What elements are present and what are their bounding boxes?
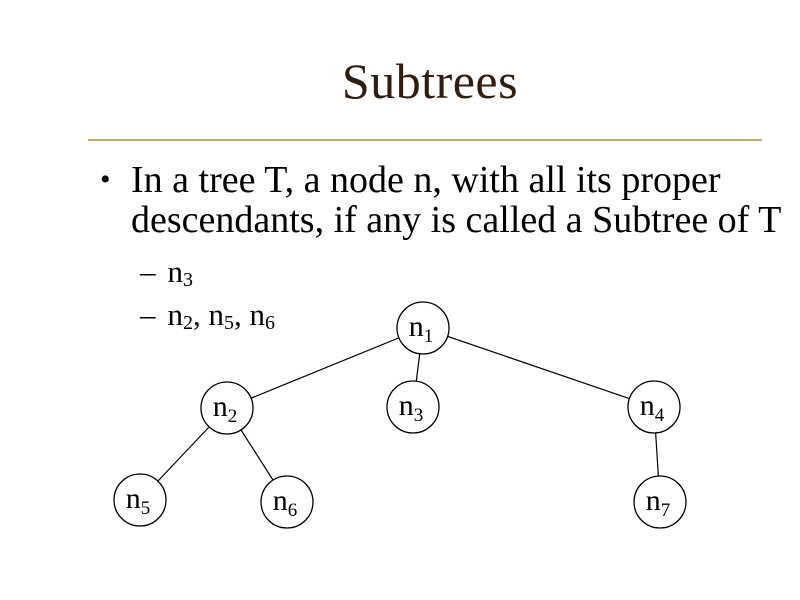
sub-bullet-item: –n3 <box>140 250 275 293</box>
bullet-marker: • <box>100 163 111 196</box>
subscript: 3 <box>183 269 193 292</box>
dash-marker: – <box>140 297 156 332</box>
tree-node-n2 <box>200 381 254 435</box>
sub-bullet-text: n3 <box>168 250 194 293</box>
bullet-item: • In a tree T, a node n, with all its pr… <box>100 160 781 240</box>
text-segment: n <box>167 254 184 289</box>
subscript: 2 <box>183 312 193 335</box>
text-segment: n <box>167 297 184 332</box>
sub-bullet-item: –n2, n5, n6 <box>140 293 275 336</box>
dash-marker: – <box>140 254 156 289</box>
slide-title: Subtrees <box>341 53 519 109</box>
text-segment: , n <box>193 297 224 332</box>
tree-node-n1 <box>396 301 450 355</box>
sub-bullet-text: n2, n5, n6 <box>168 293 276 336</box>
tree-node-n6 <box>260 475 314 529</box>
tree-node-n7 <box>633 475 687 529</box>
subscript: 6 <box>265 312 275 335</box>
bullet-text-line: descendants, if any is called a Subtree … <box>131 199 782 241</box>
tree-node-n5 <box>113 473 167 527</box>
bullet-text: In a tree T, a node n, with all its prop… <box>131 160 781 240</box>
tree-edge-n1-n4 <box>422 327 655 408</box>
tree-node-n3 <box>386 380 440 434</box>
subscript: 5 <box>224 312 234 335</box>
tree-edge-n1-n2 <box>226 327 424 409</box>
bullet-text-line: In a tree T, a node n, with all its prop… <box>131 159 721 201</box>
title-divider <box>88 139 762 141</box>
text-segment: , n <box>234 297 265 332</box>
sub-bullet-list: –n3–n2, n5, n6 <box>140 250 275 336</box>
tree-node-n4 <box>627 380 681 434</box>
